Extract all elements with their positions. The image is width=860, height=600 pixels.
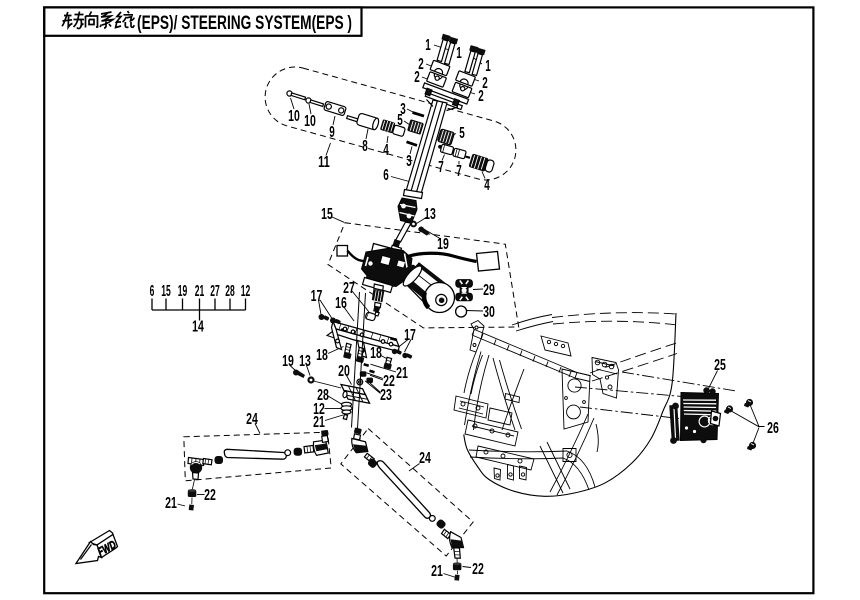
svg-text:7: 7 <box>456 163 462 180</box>
svg-text:15: 15 <box>321 206 333 223</box>
svg-text:19: 19 <box>437 236 449 253</box>
svg-text:6: 6 <box>383 167 389 184</box>
svg-text:22: 22 <box>204 487 216 504</box>
svg-text:24: 24 <box>246 411 258 428</box>
svg-text:23: 23 <box>380 387 392 404</box>
svg-text:12: 12 <box>313 401 325 418</box>
svg-text:19: 19 <box>178 283 188 300</box>
svg-text:24: 24 <box>419 450 431 467</box>
svg-text:27: 27 <box>210 283 220 300</box>
svg-text:21: 21 <box>195 283 205 300</box>
svg-text:6: 6 <box>150 283 155 300</box>
svg-text:18: 18 <box>370 345 382 362</box>
svg-text:18: 18 <box>316 347 328 364</box>
svg-text:17: 17 <box>404 327 416 344</box>
svg-text:11: 11 <box>318 154 330 171</box>
svg-text:21: 21 <box>165 495 177 512</box>
svg-text:25: 25 <box>714 357 726 374</box>
svg-text:21: 21 <box>313 414 325 431</box>
svg-text:27: 27 <box>343 280 355 297</box>
svg-text:9: 9 <box>329 124 335 141</box>
svg-text:4: 4 <box>383 142 389 159</box>
svg-text:5: 5 <box>459 125 465 142</box>
svg-text:29: 29 <box>483 282 495 299</box>
svg-text:26: 26 <box>767 420 779 437</box>
svg-text:20: 20 <box>338 363 350 380</box>
svg-text:3: 3 <box>400 101 406 118</box>
svg-text:13: 13 <box>299 353 311 370</box>
svg-text:19: 19 <box>282 353 294 370</box>
svg-text:1: 1 <box>425 37 431 54</box>
svg-text:8: 8 <box>362 138 368 155</box>
svg-text:30: 30 <box>483 304 495 321</box>
svg-text:16: 16 <box>335 295 347 312</box>
svg-text:2: 2 <box>478 88 484 105</box>
svg-text:2: 2 <box>418 56 424 73</box>
svg-text:12: 12 <box>241 283 251 300</box>
svg-text:4: 4 <box>484 177 490 194</box>
svg-text:2: 2 <box>482 75 488 92</box>
svg-text:1: 1 <box>456 45 462 62</box>
svg-text:28: 28 <box>225 283 235 300</box>
svg-text:10: 10 <box>288 108 300 125</box>
svg-text:22: 22 <box>472 561 484 578</box>
svg-text:17: 17 <box>311 288 323 305</box>
svg-text:10: 10 <box>304 113 316 130</box>
svg-text:1: 1 <box>485 58 491 75</box>
svg-text:7: 7 <box>438 159 444 176</box>
svg-text:15: 15 <box>161 283 171 300</box>
svg-text:22: 22 <box>383 373 395 390</box>
svg-text:3: 3 <box>406 153 412 170</box>
svg-text:21: 21 <box>396 365 408 382</box>
svg-text:21: 21 <box>431 563 443 580</box>
svg-text:(EPS)/ STEERING SYSTEM(EPS ): (EPS)/ STEERING SYSTEM(EPS ) <box>137 12 352 34</box>
svg-text:5: 5 <box>397 112 403 129</box>
svg-text:13: 13 <box>424 206 436 223</box>
svg-text:28: 28 <box>317 387 329 404</box>
svg-text:2: 2 <box>414 69 420 86</box>
svg-text:14: 14 <box>192 319 204 336</box>
